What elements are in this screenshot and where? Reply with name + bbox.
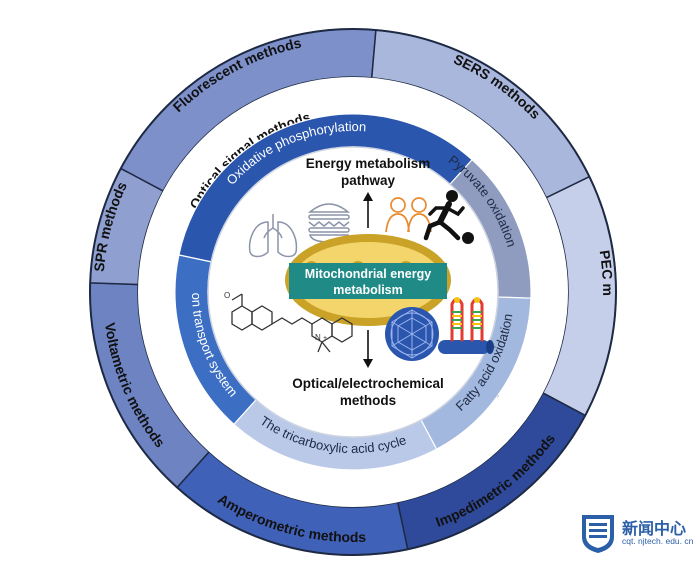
mito-label-line2: metabolism [333,283,402,297]
down-arrow-icon [363,330,373,368]
up-arrow-icon [363,192,373,228]
outer-ring-border [89,28,617,556]
molecule-structure: N + O [224,291,353,353]
methods-title-line2: methods [340,393,396,408]
energy-pathway-title-line1: Energy metabolism [306,156,431,171]
energy-pathway-title-line2: pathway [341,173,396,188]
outer-ring [89,28,617,556]
nanocage-icon [385,307,439,361]
university-seal-logo [582,515,614,553]
svg-text:O: O [224,291,230,300]
center-content: Energy metabolism pathway [224,156,494,408]
runner-icon [423,190,474,244]
dna-electrode-icon [438,297,494,354]
watermark-url: cqt. njtech. edu. cn [622,536,694,546]
methods-title-line1: Optical/electrochemical [292,376,444,391]
mito-label-box [289,263,447,299]
lungs-icon [248,214,298,258]
watermark-title: 新闻中心 [622,519,687,538]
couple-icon [385,197,432,233]
mitochondrion-icon: Mitochondrial energy metabolism [285,234,451,326]
news-center-watermark: 新闻中心 cqt. njtech. edu. cn [578,511,696,555]
mito-label-line1: Mitochondrial energy [305,267,431,281]
svg-text:+: + [323,335,327,342]
svg-text:N: N [315,333,321,342]
